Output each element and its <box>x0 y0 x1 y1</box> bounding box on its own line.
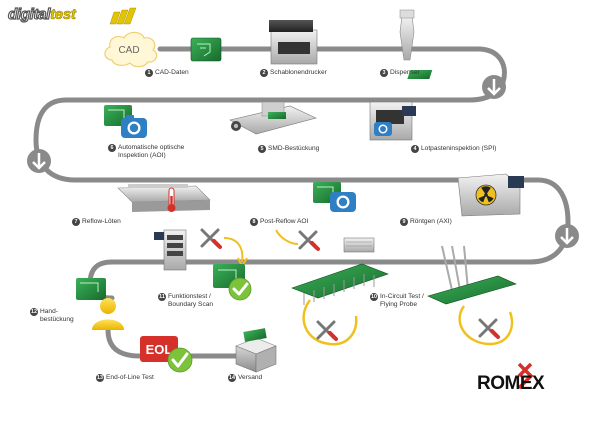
check-icon <box>228 277 252 301</box>
repair-tools-icon <box>478 318 500 339</box>
repair-tools-icon <box>298 230 320 251</box>
company-logo: ROMEX <box>477 373 545 394</box>
smd-placement-icon <box>229 101 317 135</box>
romex-logo-icon <box>517 362 534 390</box>
brand-part1: digital <box>7 5 51 23</box>
cad-label: CAD <box>118 45 139 56</box>
thermometer-icon <box>167 187 176 212</box>
stencil-printer-icon <box>269 20 318 65</box>
shipping-box-icon <box>235 328 277 373</box>
rework-loop-arrow <box>302 299 358 346</box>
pcb-board-icon <box>76 278 106 300</box>
camera-icon <box>330 192 356 212</box>
process-track-lower <box>105 327 248 359</box>
dispenser-icon <box>399 9 433 79</box>
ict-fixture-icon <box>291 237 389 305</box>
camera-icon <box>374 122 392 136</box>
cad-cloud-icon: CAD <box>104 31 158 68</box>
flying-probe-icon <box>427 245 517 305</box>
person-icon <box>92 298 124 330</box>
rework-arrow <box>223 237 244 263</box>
brand-logo: digitaltest <box>7 5 76 24</box>
brand-stripes-icon <box>109 7 137 25</box>
rework-loop-arrow <box>458 305 514 346</box>
repair-tools-icon <box>200 228 222 249</box>
direction-arrow-icon <box>482 75 506 99</box>
direction-arrow-icon <box>555 224 579 248</box>
brand-part2: test <box>50 6 76 24</box>
radiation-icon <box>475 184 497 206</box>
test-rack-icon <box>154 229 187 271</box>
repair-tools-icon <box>316 320 338 341</box>
camera-icon <box>121 115 147 138</box>
eol-label: EOL <box>146 342 173 357</box>
pcb-board-icon <box>190 37 222 62</box>
reflow-oven-icon <box>117 184 211 212</box>
check-icon <box>167 347 193 373</box>
direction-arrow-icon <box>27 149 51 173</box>
rework-arrow <box>275 229 299 245</box>
